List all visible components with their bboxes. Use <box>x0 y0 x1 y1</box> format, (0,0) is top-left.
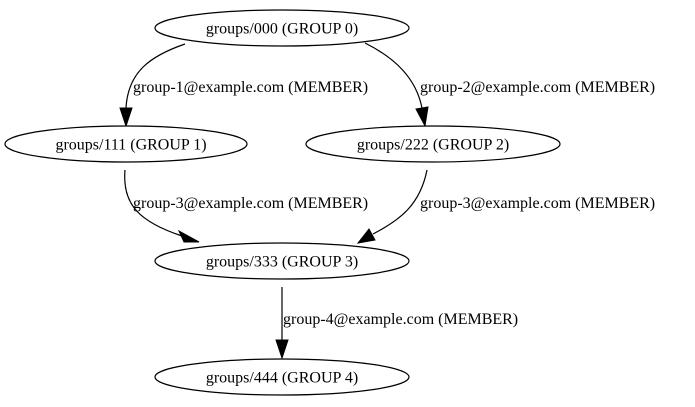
edge-line <box>125 43 186 109</box>
arrowhead-icon <box>119 107 133 128</box>
arrowhead-icon <box>177 229 200 243</box>
edge-label: group-1@example.com (MEMBER) <box>133 79 368 96</box>
node-ellipse <box>154 242 410 280</box>
node-ellipse <box>154 9 410 47</box>
edge-333-to-444: group-4@example.com (MEMBER) <box>275 287 518 360</box>
node-label: groups/111 (GROUP 1) <box>55 137 206 154</box>
node-label: groups/000 (GROUP 0) <box>206 21 358 38</box>
node-group-2[interactable]: groups/222 (GROUP 2) <box>305 125 561 163</box>
edge-111-to-333: group-3@example.com (MEMBER) <box>124 169 368 243</box>
node-group-3[interactable]: groups/333 (GROUP 3) <box>154 242 410 280</box>
node-ellipse <box>4 125 248 163</box>
edge-label: group-2@example.com (MEMBER) <box>420 79 655 96</box>
node-label: groups/444 (GROUP 4) <box>206 370 358 387</box>
node-group-0[interactable]: groups/000 (GROUP 0) <box>154 9 410 47</box>
arrowhead-icon <box>275 339 289 360</box>
edge-000-to-111: group-1@example.com (MEMBER) <box>119 43 368 128</box>
edge-222-to-333: group-3@example.com (MEMBER) <box>356 169 655 244</box>
edge-line <box>124 169 183 237</box>
node-ellipse <box>305 125 561 163</box>
edge-line <box>364 42 423 109</box>
edge-label: group-4@example.com (MEMBER) <box>283 311 518 328</box>
arrowhead-icon <box>415 106 429 128</box>
edge-label: group-3@example.com (MEMBER) <box>420 195 655 212</box>
edge-label: group-3@example.com (MEMBER) <box>133 195 368 212</box>
node-group-4[interactable]: groups/444 (GROUP 4) <box>154 358 410 396</box>
node-group-1[interactable]: groups/111 (GROUP 1) <box>4 125 248 163</box>
node-label: groups/333 (GROUP 3) <box>206 254 358 271</box>
node-label: groups/222 (GROUP 2) <box>357 137 509 154</box>
edge-000-to-222: group-2@example.com (MEMBER) <box>364 42 655 128</box>
edge-line <box>372 169 428 235</box>
arrowhead-icon <box>356 228 376 244</box>
node-ellipse <box>154 358 410 396</box>
